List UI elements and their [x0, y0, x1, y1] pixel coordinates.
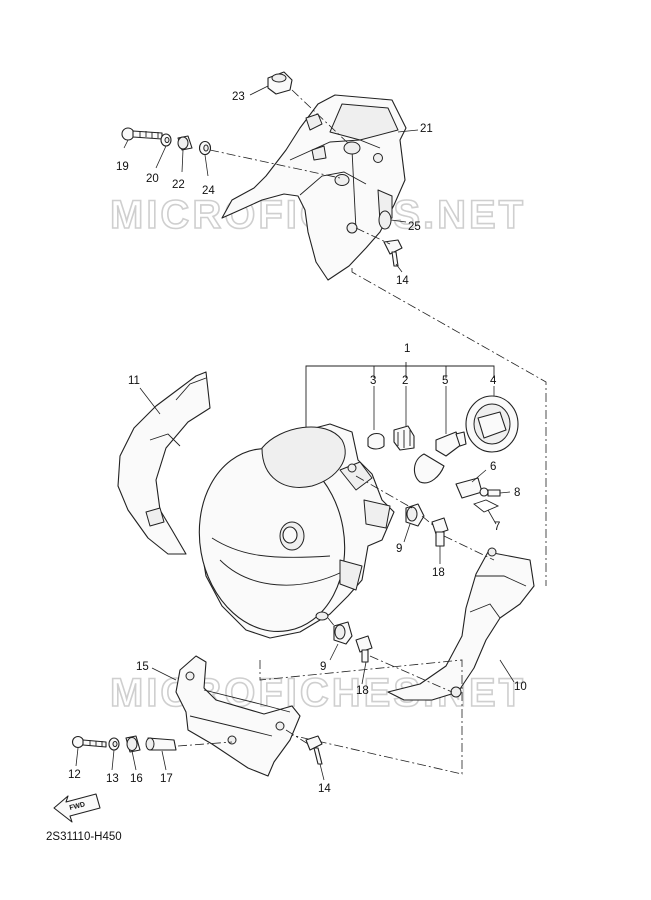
callout-10: 10	[514, 681, 527, 693]
callout-12: 12	[68, 769, 81, 781]
callout-23: 23	[232, 91, 245, 103]
callout-6: 6	[490, 461, 496, 473]
callout-2: 2	[402, 375, 408, 387]
callout-4: 4	[490, 375, 497, 387]
callout-22: 22	[172, 179, 185, 191]
washer-20	[160, 133, 172, 147]
side-cover-11	[117, 371, 211, 555]
callout-16: 16	[130, 773, 143, 785]
callout-9-lower: 9	[320, 661, 326, 673]
grommet-24	[198, 140, 212, 156]
washer-13	[108, 737, 120, 751]
grommet-9-upper	[405, 503, 425, 527]
nut-25	[378, 210, 392, 230]
spring-7	[473, 499, 500, 513]
rubber-cover-4	[465, 395, 519, 453]
callout-8: 8	[514, 487, 520, 499]
top-alignment-lines	[209, 89, 547, 586]
screw-8	[479, 487, 501, 497]
callout-18-upper: 18	[432, 567, 445, 579]
callout-14-lower: 14	[318, 783, 331, 795]
bulb-5	[413, 431, 467, 484]
middle-leader-lines	[139, 387, 515, 685]
callout-7: 7	[494, 521, 500, 533]
socket-2	[393, 425, 415, 451]
callout-15: 15	[136, 661, 149, 673]
grommet-23	[267, 71, 293, 95]
top-leader-lines	[123, 85, 419, 273]
bottom-leader-lines	[75, 667, 325, 781]
callout-5: 5	[442, 375, 448, 387]
callout-9-upper: 9	[396, 543, 402, 555]
callout-24: 24	[202, 185, 215, 197]
headlight-stay-bracket-21	[221, 94, 407, 281]
callout-19: 19	[116, 161, 129, 173]
bottom-alignment-lines	[177, 729, 309, 747]
collar-22	[177, 135, 193, 151]
fwd-arrow-icon: FWD	[53, 793, 101, 823]
collar-18-lower	[355, 635, 373, 663]
callout-1: 1	[404, 343, 410, 355]
callout-17: 17	[160, 773, 173, 785]
lower-cover-10	[387, 547, 535, 701]
group-1-bracket	[305, 362, 495, 434]
clip-6	[455, 477, 483, 499]
callout-21: 21	[420, 123, 433, 135]
callout-11: 11	[128, 375, 140, 387]
collar-16	[125, 735, 141, 753]
middle-alignment-lines	[259, 475, 495, 775]
callout-14-upper: 14	[396, 275, 409, 287]
bolt-14-upper	[383, 239, 403, 267]
bolt-12	[71, 735, 107, 749]
lower-bracket-15	[175, 655, 301, 777]
bulb-3	[367, 432, 385, 450]
diagram-code: 2S31110-H450	[46, 831, 122, 843]
collar-18-upper	[431, 517, 449, 547]
callout-13: 13	[106, 773, 119, 785]
callout-3: 3	[370, 375, 376, 387]
bolt-19	[121, 127, 163, 141]
headlight-unit-1	[198, 423, 395, 639]
bolt-14-lower	[305, 735, 323, 765]
collar-17	[145, 737, 177, 751]
callout-labels: 1 2 3 4 5 6 7 8 9 9 10 11 12 13 14 14 15…	[68, 91, 527, 795]
callout-25: 25	[408, 221, 421, 233]
callout-18-lower: 18	[356, 685, 369, 697]
grommet-9-lower	[333, 621, 353, 645]
fwd-label: FWD	[69, 801, 86, 812]
callout-20: 20	[146, 173, 159, 185]
